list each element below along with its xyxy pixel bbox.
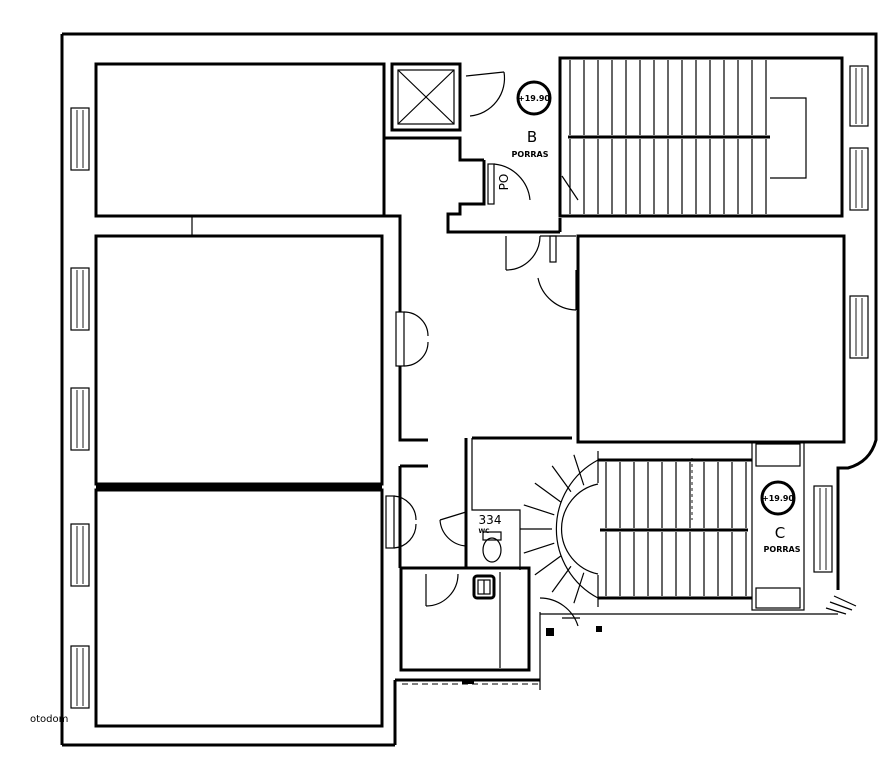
spiral-tread — [551, 465, 572, 493]
window-right-1 — [849, 65, 869, 127]
toilet-icon — [482, 531, 502, 563]
door-wc — [439, 511, 467, 547]
staircase-b-letter: B — [527, 128, 537, 146]
door-elevator-hall — [465, 71, 506, 117]
window-right-3 — [849, 295, 869, 359]
staircase-c — [520, 441, 805, 611]
spiral-tread — [573, 454, 585, 486]
room-right — [576, 234, 846, 444]
staircase-b-label: PORRAS — [512, 150, 549, 159]
room-small-bottom — [399, 566, 531, 672]
door-double-middle — [395, 311, 429, 367]
elevator — [390, 62, 462, 132]
wc-labels: 334 WC — [478, 513, 501, 535]
spiral-tread — [523, 504, 555, 516]
po-label: PO — [497, 174, 511, 191]
level-marker-c — [760, 480, 796, 516]
spiral-tread — [534, 482, 562, 503]
right-windows — [813, 65, 869, 573]
details — [110, 484, 857, 685]
window-left-3 — [70, 387, 90, 451]
window-left-2 — [70, 267, 90, 331]
stair-treads-bottom — [569, 139, 767, 214]
outer-walls — [60, 32, 878, 747]
sink-icon — [472, 574, 496, 600]
staircase-c-labels: +19.90 C PORRAS — [760, 480, 801, 554]
stair-treads-c — [605, 462, 747, 596]
staircase-b-labels: +19.90 B PORRAS PO — [497, 80, 552, 191]
rooms — [94, 62, 846, 728]
level-marker-b — [516, 80, 552, 116]
level-c: +19.90 — [762, 494, 794, 503]
wc-fixtures — [472, 531, 502, 600]
level-b: +19.90 — [518, 94, 550, 103]
staircase-c-label: PORRAS — [764, 545, 801, 554]
door-spiral — [539, 597, 579, 627]
window-left-5 — [70, 645, 90, 709]
wc-number: 334 — [479, 513, 502, 527]
door-room-right — [537, 270, 577, 311]
spiral-tread — [573, 572, 585, 604]
door-double-bottom — [385, 495, 417, 549]
spiral-tread — [534, 555, 562, 576]
window-right-4 — [813, 485, 833, 573]
spiral-treads — [520, 451, 599, 607]
window-left-1 — [70, 107, 90, 171]
door-po — [487, 163, 531, 205]
room-bottom-left — [94, 488, 384, 728]
stair-treads-top — [569, 60, 767, 135]
window-left-4 — [70, 523, 90, 587]
staircase-b — [558, 56, 844, 218]
door-corridor-1 — [505, 235, 557, 271]
doors — [385, 71, 579, 627]
staircase-c-letter: C — [775, 524, 785, 542]
room-middle-left — [94, 234, 384, 486]
left-windows — [70, 107, 90, 709]
window-right-2 — [849, 147, 869, 211]
interior-walls — [96, 64, 576, 668]
spiral-tread — [551, 565, 572, 593]
room-top-left — [94, 62, 386, 218]
door-small-room — [425, 573, 459, 607]
spiral-tread — [523, 542, 555, 554]
wc-label: WC — [478, 528, 490, 535]
watermark: otodom — [30, 714, 68, 725]
